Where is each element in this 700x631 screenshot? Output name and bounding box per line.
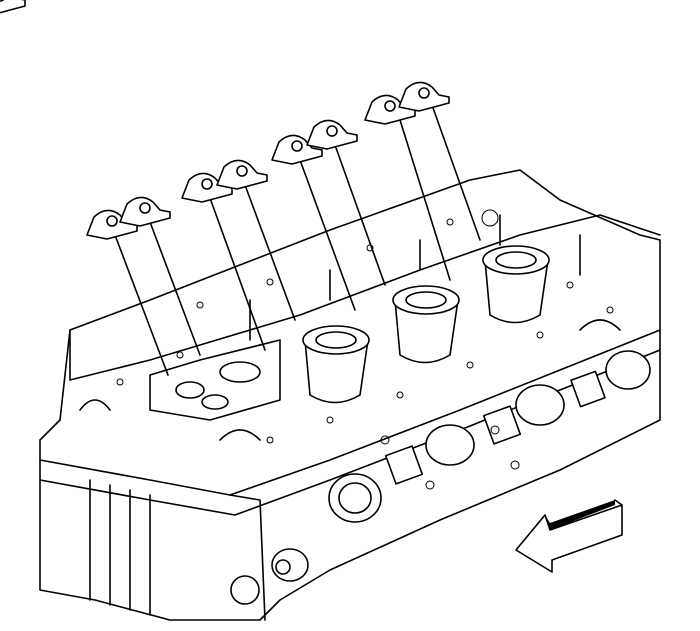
valve-tower	[482, 245, 550, 324]
rocker-arm	[306, 119, 358, 150]
leader-lines	[114, 104, 481, 376]
bolt-holes	[116, 209, 614, 490]
valve-towers	[302, 245, 550, 404]
rocker-arms	[0, 0, 450, 240]
valve-tower	[392, 285, 460, 364]
ports	[230, 350, 651, 605]
rocker-arm	[216, 159, 268, 190]
rocker-arm	[398, 81, 450, 112]
arrow-left-down-icon	[515, 499, 623, 573]
valve-tower	[302, 325, 370, 404]
rocker-arm	[119, 196, 171, 227]
